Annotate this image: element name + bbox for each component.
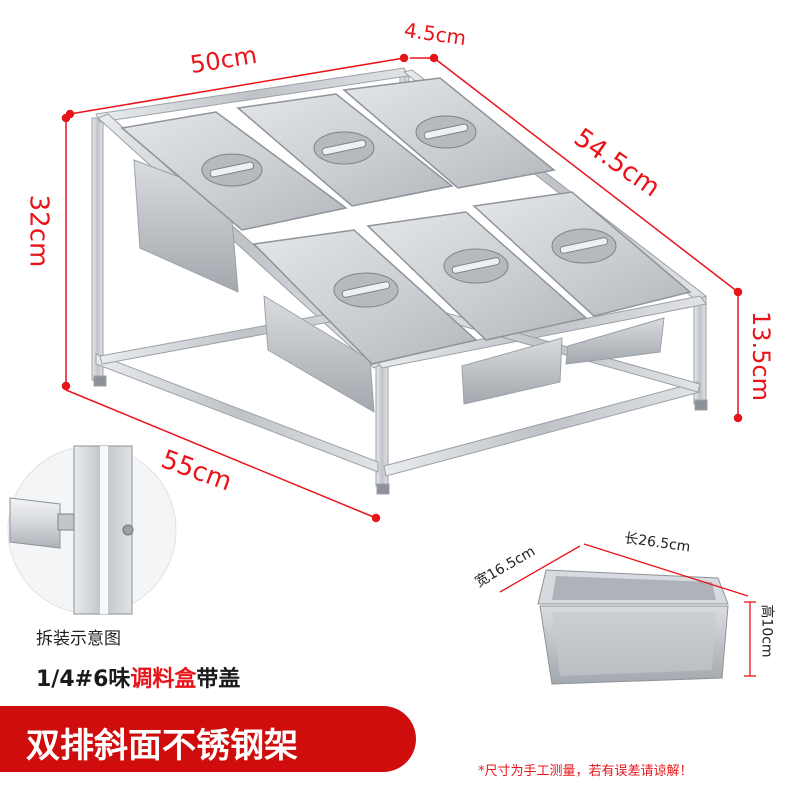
dim-dot [733,413,743,423]
bottom-front-bar [383,381,701,477]
lid-handle-bar [559,237,609,254]
pan-height-label: 高10cm [758,604,775,658]
subtitle-part-3: 带盖 [196,667,241,692]
single-pan-inner [552,576,716,600]
pan-body [461,337,563,405]
lid-handle-bar [321,139,367,156]
dim-dot [733,287,743,297]
detail-screw [122,524,134,536]
pans-front-row [252,191,692,413]
banner-part-1: 双排斜面 [26,726,162,766]
detail-post-highlight [100,446,108,614]
foot [376,483,390,495]
title-banner: 双排斜面不锈钢架 [0,706,416,772]
pan-body [565,317,665,365]
dim-dot [371,513,381,523]
lid-handle-bar [341,281,391,298]
dim-line-width-bottom [65,389,377,519]
detail-caption: 拆装示意图 [36,629,121,649]
dimension-lines [61,53,743,523]
product-subtitle: 1/4#6味调料盒带盖 [36,661,240,693]
measurement-note: *尺寸为手工测量，若有误差请谅解！ [478,764,693,779]
dim-dot [61,113,71,123]
pan-body [263,295,375,413]
pan-dim-width [499,545,581,593]
subtitle-part-2: 调料盒 [130,667,197,692]
foot [93,375,107,387]
banner-title: 双排斜面不锈钢架 [26,718,298,767]
dim-line-depth [433,57,739,293]
front-height-label: 13.5cm [747,310,776,402]
dim-line-width-top [69,57,405,115]
rear-left-post [91,117,104,381]
single-pan [537,569,729,685]
lid-handle-bar [423,123,469,140]
pan-dimension-lines [499,543,756,677]
front-top-bar [375,295,707,369]
foot [694,399,708,411]
subtitle-part-1: 1/4#6味 [36,667,131,692]
single-pan-face [552,612,716,676]
top-rear-bar [95,67,409,123]
banner-part-2: 不锈钢架 [162,726,298,766]
lid-handle-bar [451,257,501,274]
detail-connector [57,513,75,531]
detail-bar [9,497,61,549]
lid-handle-bar [209,161,255,178]
pan-dim-length [583,543,749,597]
dim-dot [399,53,409,63]
pans-back-row [120,77,556,293]
detail-inset [7,445,177,615]
bottom-left-bar [95,353,379,473]
height-label: 32cm [23,194,54,268]
dim-dot [61,381,71,391]
